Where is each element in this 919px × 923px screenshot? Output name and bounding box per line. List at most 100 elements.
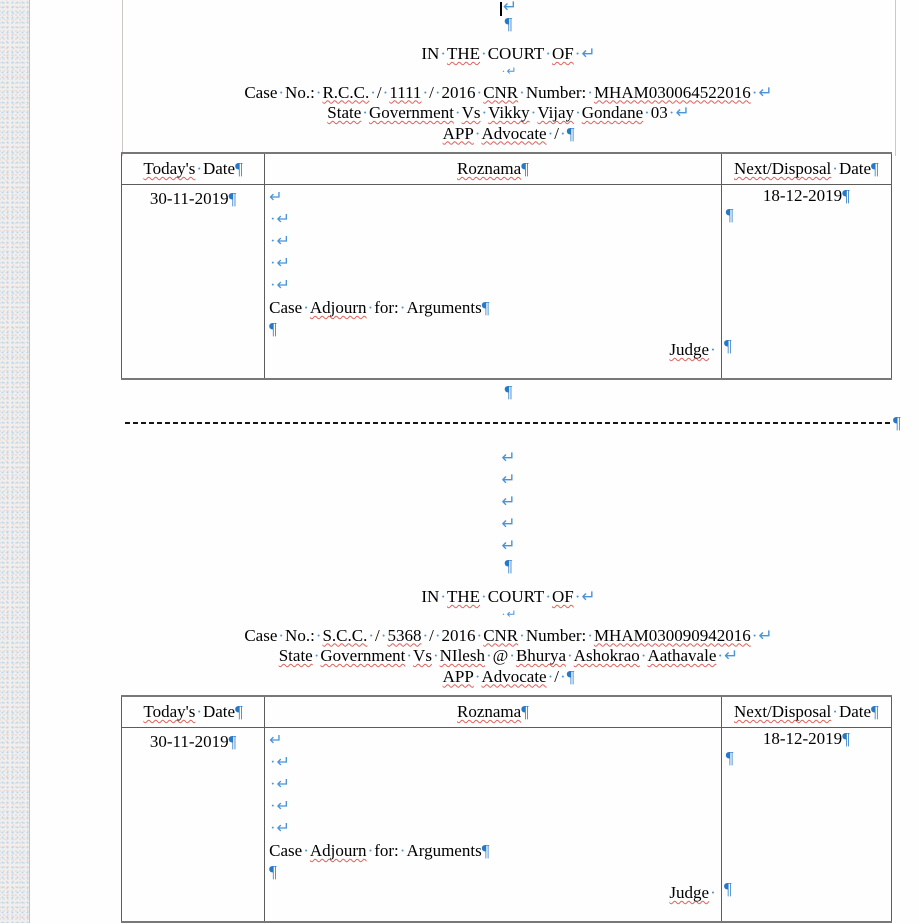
next-disposal-header-cell[interactable]: Next/Disposal·Date¶ [720,152,893,185]
todays-date-cell[interactable]: 30-11-2019¶ [120,727,266,923]
pilcrow-mark-icon: ¶ [724,878,732,900]
text-run: 18-12-2019 [762,186,843,205]
space-mark-icon: · [440,44,446,63]
spacer-line[interactable]: ·↵ [122,65,895,79]
empty-line-break[interactable]: ↵ [122,535,895,557]
pilcrow-mark-icon: ¶ [871,159,879,178]
empty-line-break[interactable]: ↵ [122,469,895,491]
court-heading[interactable]: IN·THE·COURT·OF·↵ [122,587,895,608]
line-break-mark-icon: ↵ [276,255,290,272]
space-mark-icon: · [587,82,593,102]
line-break-row: ·↵ [269,774,717,796]
spacer-line[interactable]: ·↵ [122,608,895,622]
misspelled-text-run: Vs [461,103,481,122]
roznama-header-cell[interactable]: Roznama¶ [264,695,722,728]
misspelled-text-run: State [327,103,362,122]
advocate-line[interactable]: APP·Advocate·/·¶ [122,667,895,688]
roznama-table: Today's·Date¶ Roznama¶ Next/Disposal·Dat… [120,152,893,380]
document-page[interactable]: ↵ ¶ IN·THE·COURT·OF·↵ ·↵ Case·No.:·R.C.C… [30,0,919,923]
empty-paragraph[interactable]: ¶ [122,383,895,402]
todays-date-header-cell[interactable]: Today's·Date¶ [120,695,266,728]
space-mark-icon: · [196,702,202,721]
window-edge-strip [0,0,30,923]
line-break-mark-icon: ↵ [269,189,283,206]
space-mark-icon: · [474,666,481,686]
case-number-line[interactable]: Case·No.:·S.C.C.·/·5368·/·2016·CNR·Numbe… [122,626,895,647]
next-disposal-cell[interactable]: 18-12-2019¶ ¶ [720,184,893,380]
space-mark-icon: · [367,298,374,317]
roznama-cell[interactable]: ↵ ·↵ ·↵ ·↵ ·↵ Case·Adjourn·for:·Argument… [264,184,732,380]
misspelled-text-run: Next/Disposal [734,702,832,721]
roznama-cell[interactable]: ↵ ·↵ ·↵ ·↵ ·↵ Case·Adjourn·for:·Argument… [264,727,732,923]
line-break-mark-icon: ↵ [276,776,290,793]
line-break-mark-icon: ↵ [276,754,290,771]
roznama-header-cell[interactable]: Roznama¶ [264,152,722,185]
line-break-mark-icon: ↵ [675,103,690,122]
empty-paragraph[interactable]: ¶ [122,557,895,576]
space-mark-icon: · [574,44,581,63]
misspelled-text-run: MHAM030064522016 [593,82,751,102]
misspelled-text-run: Vijay [537,103,575,122]
misspelled-text-run: OF [551,587,574,606]
line-break-mark-icon: ↵ [724,646,739,665]
misspelled-text-run: MHAM030090942016 [593,625,751,645]
pilcrow-mark-icon: ¶ [566,123,575,143]
todays-date-cell[interactable]: 30-11-2019¶ [120,184,266,380]
judge-line: Judge· ¶ [269,879,731,904]
text-run: Case [244,625,278,645]
text-run: IN [421,587,440,606]
todays-date-header-cell[interactable]: Today's·Date¶ [120,152,266,185]
dashed-divider-line[interactable]: ¶ [122,414,901,432]
text-run: Arguments [406,298,482,317]
pilcrow-mark-icon: ¶ [269,319,277,338]
case-section-2: IN·THE·COURT·OF·↵ ·↵ Case·No.:·S.C.C.·/·… [120,587,895,923]
space-mark-icon: · [710,340,716,359]
misspelled-text-run: Gondane [581,103,644,122]
line-break-mark-icon: ↵ [581,44,596,63]
party-line[interactable]: State·Government·Vs·NIlesh·@·Bhurya·Asho… [122,646,895,667]
space-mark-icon: · [567,646,573,665]
pilcrow-mark-icon: ¶ [892,414,901,432]
empty-line-break[interactable]: ↵ [122,513,895,535]
empty-line-break[interactable]: ↵ [122,491,895,513]
advocate-line[interactable]: APP·Advocate·/·¶ [122,124,895,145]
text-run: / [429,82,434,102]
party-line[interactable]: State·Government·Vs·Vikky·Vijay·Gondane·… [122,103,895,124]
misspelled-text-run: Vs [413,646,432,665]
space-mark-icon: · [432,646,439,665]
line-break-mark-icon: ↵ [581,587,596,606]
misspelled-text-run: Next/Disposal [734,159,832,178]
space-mark-icon: · [362,103,368,122]
case-section-1: IN·THE·COURT·OF·↵ ·↵ Case·No.:·R.C.C.·/·… [120,44,895,380]
misspelled-text-run: 1111 [389,82,422,102]
misspelled-text-run: Advocate [481,123,547,143]
misspelled-text-run: Adjourn [309,841,367,860]
pilcrow-mark-icon: ¶ [228,732,237,751]
empty-paragraph: ¶ [269,861,717,882]
empty-paragraph: ¶ [722,749,891,767]
line-break-mark-icon: ↵ [276,277,290,294]
misspelled-text-run: THE [446,587,481,606]
case-number-line[interactable]: Case·No.:·R.C.C.·/·1111·/·2016·CNR·Numbe… [122,83,895,104]
space-mark-icon: · [751,82,758,102]
space-mark-icon: · [710,883,716,902]
text-run: / [554,666,560,686]
space-mark-icon: · [519,82,525,102]
table-header-row: Today's·Date¶ Roznama¶ Next/Disposal·Dat… [120,152,893,185]
pilcrow-mark-icon: ¶ [842,186,850,205]
space-mark-icon: · [545,587,551,606]
court-heading[interactable]: IN·THE·COURT·OF·↵ [122,44,895,65]
next-disposal-header-cell[interactable]: Next/Disposal·Date¶ [720,695,893,728]
next-disposal-cell[interactable]: 18-12-2019¶ ¶ [720,727,893,923]
text-run: COURT [487,587,545,606]
text-run: 2016 [441,625,476,645]
space-mark-icon: · [474,123,481,143]
space-mark-icon: · [454,103,461,122]
caret-line[interactable]: ↵ [122,0,895,16]
text-run: Date [838,702,872,721]
space-mark-icon: · [270,211,276,228]
space-mark-icon: · [519,625,525,645]
empty-line-break[interactable]: ↵ [122,447,895,469]
space-mark-icon: · [574,587,581,606]
empty-paragraph[interactable]: ¶ [122,15,895,33]
